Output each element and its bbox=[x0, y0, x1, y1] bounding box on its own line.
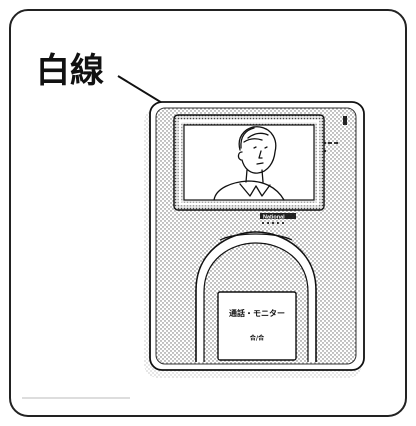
screen-white-line bbox=[178, 119, 320, 206]
talk-monitor-button-sublabel: 合/合 bbox=[250, 334, 265, 342]
brand-label: National bbox=[263, 215, 285, 221]
callout-label: 白線 bbox=[36, 51, 104, 91]
talk-monitor-button-label: 通話・モニター bbox=[229, 308, 285, 318]
talk-monitor-button[interactable] bbox=[217, 291, 297, 361]
person-illustration bbox=[213, 126, 285, 201]
brand-dots bbox=[262, 222, 284, 224]
screen-display bbox=[183, 124, 315, 201]
indicator-light bbox=[343, 116, 347, 125]
brand-badge bbox=[260, 213, 296, 219]
speaker-arch-highlight bbox=[219, 233, 293, 241]
